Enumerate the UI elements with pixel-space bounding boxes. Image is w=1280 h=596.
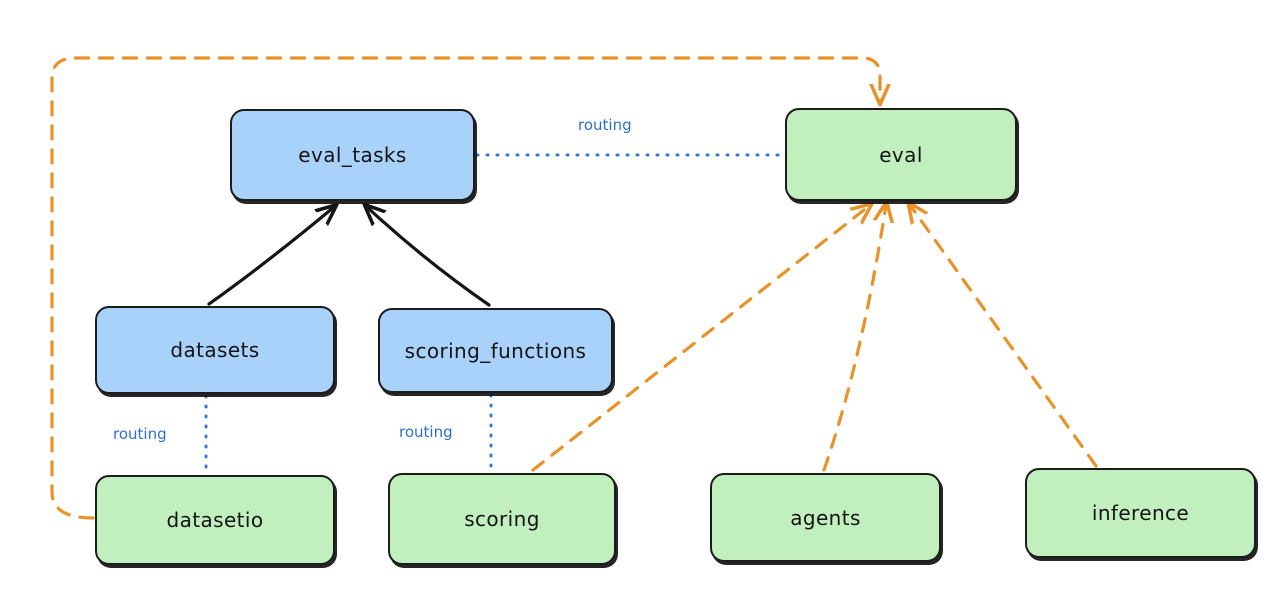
edge-label-routing-datasets-datasetio: routing	[113, 425, 167, 443]
node-inference[interactable]: inference	[1025, 468, 1256, 558]
node-label: eval	[879, 142, 923, 167]
node-scoring-functions[interactable]: scoring_functions	[378, 308, 613, 393]
node-label: datasetio	[166, 508, 264, 532]
edge-label-routing-eval-tasks-eval: routing	[578, 116, 632, 134]
node-label: datasets	[170, 338, 260, 362]
edge-label-routing-scoring-functions-scoring: routing	[399, 423, 453, 441]
edge-scoring_functions-to-eval_tasks	[367, 207, 491, 307]
edge-inference-to-eval	[910, 205, 1098, 468]
edge-agents-to-eval	[822, 205, 886, 472]
edge-datasets-to-eval_tasks	[207, 207, 334, 306]
node-label: agents	[790, 505, 861, 530]
node-eval[interactable]: eval	[785, 108, 1017, 201]
node-label: scoring_functions	[404, 338, 587, 363]
node-datasets[interactable]: datasets	[95, 306, 335, 394]
node-datasetio[interactable]: datasetio	[95, 475, 335, 565]
node-label: scoring	[464, 507, 540, 531]
node-scoring[interactable]: scoring	[388, 473, 616, 565]
node-label: eval_tasks	[298, 143, 407, 167]
node-eval-tasks[interactable]: eval_tasks	[230, 109, 475, 201]
node-agents[interactable]: agents	[710, 473, 941, 562]
node-label: inference	[1091, 501, 1190, 525]
